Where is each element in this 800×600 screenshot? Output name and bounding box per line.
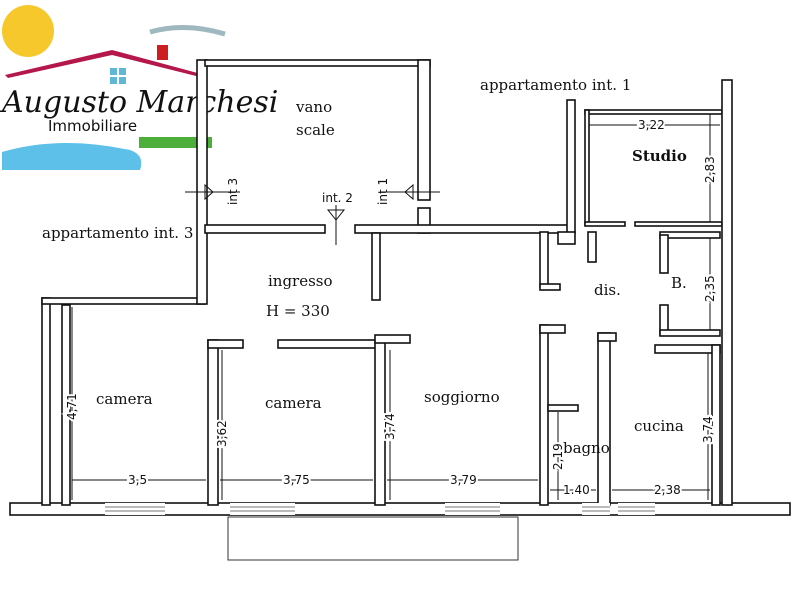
label-camera-2: camera (265, 394, 322, 412)
dim-camera2-w: 3,75 (283, 473, 310, 487)
sun-icon (2, 5, 54, 57)
label-app1: appartamento int. 1 (480, 76, 631, 94)
label-vano: vano (295, 98, 332, 116)
dimension-labels: 3,22 2,83 2,35 4,71 3,5 3,62 3,75 3,74 3… (63, 116, 719, 499)
svg-text:Immobiliare: Immobiliare (48, 117, 137, 135)
label-height: H = 330 (266, 302, 330, 320)
roof-icon (5, 50, 205, 78)
dim-bagno-h: 2,19 (551, 443, 565, 470)
window-icon (110, 68, 126, 84)
windows (105, 503, 655, 561)
label-ingresso: ingresso (268, 272, 333, 290)
dim-cucina-h: 3,74 (701, 416, 715, 443)
balcony (227, 516, 519, 561)
svg-text:Augusto Marchesi: Augusto Marchesi (0, 85, 278, 120)
label-bagno: bagno (563, 439, 610, 457)
entrance-markers (185, 183, 440, 245)
label-dis: dis. (594, 281, 621, 299)
dim-studio-h: 2,83 (703, 156, 717, 183)
door-int3-icon (204, 183, 214, 201)
dimension-lines (71, 114, 720, 500)
label-int2: int. 2 (322, 191, 353, 205)
room-labels: appartamento int. 1 appartamento int. 3 … (42, 76, 687, 457)
label-studio: Studio (632, 147, 687, 165)
label-int1: int 1 (376, 178, 390, 205)
label-soggiorno: soggiorno (424, 388, 500, 406)
dim-camera1-w: 3,5 (128, 473, 147, 487)
dim-studio-w: 3,22 (638, 118, 665, 132)
label-int3: int 3 (226, 178, 240, 205)
dim-soggiorno-w: 3,79 (450, 473, 477, 487)
dim-bagno-w: 1.40 (563, 483, 590, 497)
dim-soggiorno-h: 3,74 (383, 413, 397, 440)
dim-camera2-h: 3,62 (215, 420, 229, 447)
chimney-icon (157, 45, 168, 60)
door-int2-icon (326, 209, 346, 221)
label-b: B. (671, 274, 687, 292)
label-camera-1: camera (96, 390, 153, 408)
label-scale: scale (296, 121, 335, 139)
door-int1-icon (404, 183, 414, 201)
dim-camera1-h: 4,71 (65, 393, 79, 420)
label-app3: appartamento int. 3 (42, 224, 193, 242)
dim-cucina-w: 2,38 (654, 483, 681, 497)
dim-b-h: 2,35 (703, 275, 717, 302)
logo: Augusto Marchesi Immobiliare (0, 5, 278, 170)
label-cucina: cucina (634, 417, 684, 435)
